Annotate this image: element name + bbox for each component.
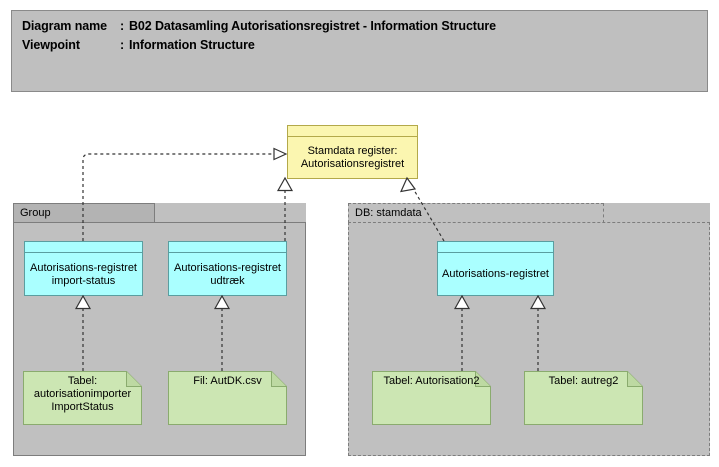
data-object-title-bar bbox=[25, 242, 142, 253]
data-object-autorisationsregistret-import-status[interactable]: Autorisations-registret import-status bbox=[24, 241, 143, 296]
business-object-label: Stamdata register: Autorisationsregistre… bbox=[300, 145, 405, 170]
viewpoint-value: Information Structure bbox=[129, 38, 255, 52]
business-object-stamdata-register[interactable]: Stamdata register: Autorisationsregistre… bbox=[287, 125, 418, 179]
artifact-label: Tabel: autorisationimporter ImportStatus bbox=[33, 375, 132, 413]
diagram-name-value: B02 Datasamling Autorisationsregistret -… bbox=[129, 19, 497, 33]
artifact-fil-autdk-csv[interactable]: Fil: AutDK.csv bbox=[168, 371, 287, 425]
data-object-title-bar bbox=[438, 242, 553, 253]
viewpoint-line: Viewpoint: Information Structure bbox=[22, 38, 255, 52]
artifact-label: Tabel: Autorisation2 bbox=[383, 375, 480, 387]
group-tab-label-group: Group bbox=[13, 203, 155, 223]
artifact-label: Fil: AutDK.csv bbox=[193, 375, 262, 387]
diagram-name-separator: : bbox=[120, 19, 125, 33]
artifact-tabel-autorisationimporter-importstatus[interactable]: Tabel: autorisationimporter ImportStatus bbox=[23, 371, 142, 425]
viewpoint-label: Viewpoint bbox=[22, 38, 80, 52]
data-object-label: Autorisations-registret bbox=[442, 268, 549, 280]
artifact-tabel-autreg2[interactable]: Tabel: autreg2 bbox=[524, 371, 643, 425]
diagram-header: Diagram name: B02 Datasamling Autorisatio… bbox=[11, 10, 708, 92]
business-object-title-bar bbox=[288, 126, 417, 137]
artifact-shape bbox=[23, 371, 142, 425]
artifact-shape bbox=[372, 371, 491, 425]
group-tab-label-db-stamdata: DB: stamdata bbox=[348, 203, 604, 223]
data-object-label: Autorisations-registret udtræk bbox=[174, 261, 281, 287]
diagram-name-label: Diagram name bbox=[22, 19, 107, 33]
artifact-shape bbox=[524, 371, 643, 425]
diagram-name-line: Diagram name: B02 Datasamling Autorisatio… bbox=[22, 19, 496, 33]
data-object-title-bar bbox=[169, 242, 286, 253]
viewpoint-separator: : bbox=[120, 38, 125, 52]
artifact-tabel-autorisation2[interactable]: Tabel: Autorisation2 bbox=[372, 371, 491, 425]
data-object-autorisationsregistret[interactable]: Autorisations-registret bbox=[437, 241, 554, 296]
data-object-label: Autorisations-registret import-status bbox=[30, 261, 137, 287]
data-object-autorisationsregistret-udtraek[interactable]: Autorisations-registret udtræk bbox=[168, 241, 287, 296]
artifact-shape bbox=[168, 371, 287, 425]
artifact-label: Tabel: autreg2 bbox=[548, 375, 619, 387]
